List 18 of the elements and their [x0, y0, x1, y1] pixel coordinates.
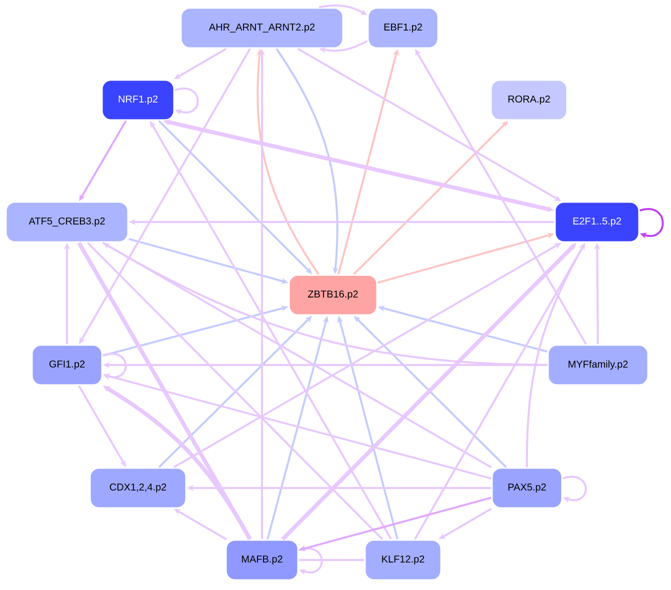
- node-box: RORA.p2: [490, 79, 568, 121]
- node-box: GFI1.p2: [31, 344, 103, 386]
- loop-arrow: [562, 476, 587, 503]
- node-box: NRF1.p2: [101, 79, 175, 121]
- node-box: E2F1..5.p2: [554, 201, 640, 243]
- node-box: EBF1.p2: [367, 7, 439, 49]
- node-box: AHR_ARNT_ARNT2.p2: [180, 7, 344, 49]
- loop-arrow: [102, 352, 127, 380]
- node-box: PAX5.p2: [491, 467, 563, 509]
- loop-arrow: [298, 548, 323, 576]
- node-box: MAFB.p2: [225, 539, 299, 581]
- node-box: KLF12.p2: [364, 539, 442, 581]
- loop-arrow: [174, 88, 199, 116]
- node-box: ZBTB16.p2: [288, 274, 378, 316]
- loop-arrow: [640, 208, 664, 239]
- node-box: ATF5_CREB3.p2: [5, 201, 129, 243]
- node-box: CDX1,2,4.p2: [89, 467, 187, 509]
- node-box: MYFfamily.p2: [547, 344, 649, 386]
